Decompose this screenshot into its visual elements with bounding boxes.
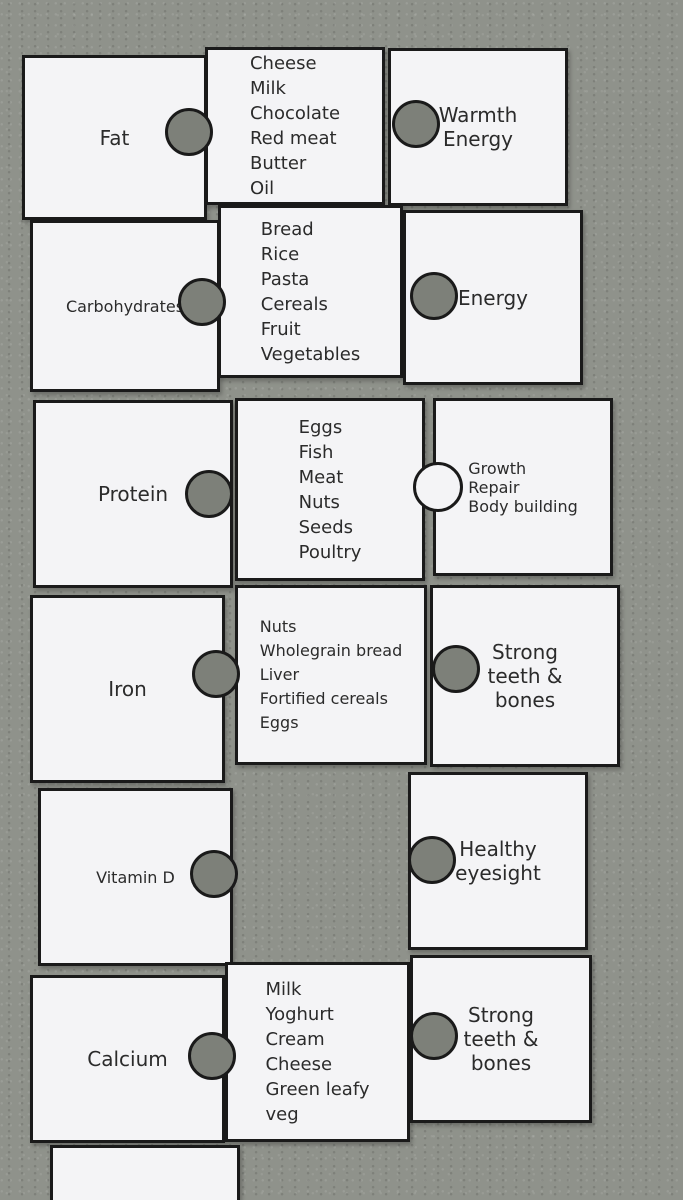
function-line: bones [470,1051,532,1075]
food-item: Chocolate [249,103,341,124]
food-item: Cheese [249,53,317,74]
food-item: veg [265,1104,299,1125]
nutrient-label: Carbohydrates [65,296,185,316]
food-item: Nuts [298,491,340,513]
function-line: Strong [468,1003,534,1027]
food-piece-carbohydrates[interactable]: Bread Rice Pasta Cereals Fruit Vegetable… [218,205,403,378]
function-text: Healthy eyesight [455,837,541,885]
food-item: Nuts [259,617,297,636]
function-text: Strong teeth & bones [464,1003,539,1075]
nutrient-label: Vitamin D [96,867,175,887]
partial-piece[interactable] [50,1145,240,1200]
puzzle-knob-socket [190,850,238,898]
food-item: Milk [265,979,302,1000]
function-line: Healthy [459,837,537,861]
food-item: Cheese [265,1054,333,1075]
food-item: Fortified cereals [259,689,388,708]
food-list: Milk Yoghurt Cream Cheese Green leafy ve… [265,977,369,1127]
function-line: Warmth [438,103,518,127]
food-piece-iron[interactable]: Nuts Wholegrain bread Liver Fortified ce… [235,585,427,765]
nutrient-label: Fat [99,125,130,150]
food-item: Butter [249,153,307,174]
food-item: Vegetables [260,343,361,365]
function-line: Body building [468,496,578,516]
puzzle-knob-socket [185,470,233,518]
function-text: Energy [457,285,529,310]
function-line: bones [494,688,556,712]
food-item: Yoghurt [265,1004,334,1025]
food-list: Nuts Wholegrain bread Liver Fortified ce… [260,615,402,735]
puzzle-knob-socket [408,836,456,884]
function-text: Strong teeth & bones [488,640,563,712]
food-item: Wholegrain bread [259,641,403,660]
food-item: Seeds [298,516,354,538]
function-line: Energy [442,127,514,151]
food-piece-fat[interactable]: Cheese Milk Chocolate Red meat Butter Oi… [205,47,385,205]
food-list: Cheese Milk Chocolate Red meat Butter Oi… [250,51,340,201]
food-list: Eggs Fish Meat Nuts Seeds Poultry [299,415,362,565]
food-item: Meat [298,466,344,488]
food-item: Fish [298,441,334,463]
function-line: Repair [468,477,520,497]
food-item: Liver [259,665,300,684]
function-piece-fat[interactable]: Warmth Energy [388,48,568,206]
function-piece-vitamin-d[interactable]: Healthy eyesight [408,772,588,950]
function-line: teeth & [463,1027,539,1051]
food-item: Eggs [259,713,299,732]
function-piece-protein[interactable]: Growth Repair Body building [433,398,613,576]
function-line: teeth & [487,664,563,688]
function-line: Growth [468,458,527,478]
puzzle-knob-socket [165,108,213,156]
nutrient-label: Iron [108,677,147,701]
puzzle-knob-socket [178,278,226,326]
food-item: Green leafy [265,1079,370,1100]
function-line: eyesight [455,861,541,885]
food-item: Poultry [298,541,362,563]
food-item: Pasta [260,268,310,290]
food-item: Eggs [298,416,343,438]
food-item: Bread [260,218,314,240]
food-list: Bread Rice Pasta Cereals Fruit Vegetable… [261,217,360,367]
puzzle-knob-socket [192,650,240,698]
food-item: Fruit [260,318,301,340]
puzzle-knob-socket [410,1012,458,1060]
food-piece-protein[interactable]: Eggs Fish Meat Nuts Seeds Poultry [235,398,425,581]
function-text: Growth Repair Body building [468,459,578,516]
puzzle-knob [413,462,463,512]
food-piece-calcium[interactable]: Milk Yoghurt Cream Cheese Green leafy ve… [225,962,410,1142]
nutrient-piece-iron[interactable]: Iron [30,595,225,783]
function-text: Warmth Energy [439,103,518,151]
puzzle-knob-socket [188,1032,236,1080]
nutrient-label: Calcium [87,1047,168,1071]
nutrient-label: Protein [97,482,169,506]
puzzle-knob-socket [410,272,458,320]
food-item: Cream [265,1029,325,1050]
food-item: Cereals [260,293,328,315]
food-item: Milk [249,78,286,99]
puzzle-knob-socket [392,100,440,148]
function-line: Strong [492,640,558,664]
food-item: Oil [249,178,275,199]
food-item: Red meat [249,128,337,149]
puzzle-knob-socket [432,645,480,693]
food-item: Rice [260,243,300,265]
